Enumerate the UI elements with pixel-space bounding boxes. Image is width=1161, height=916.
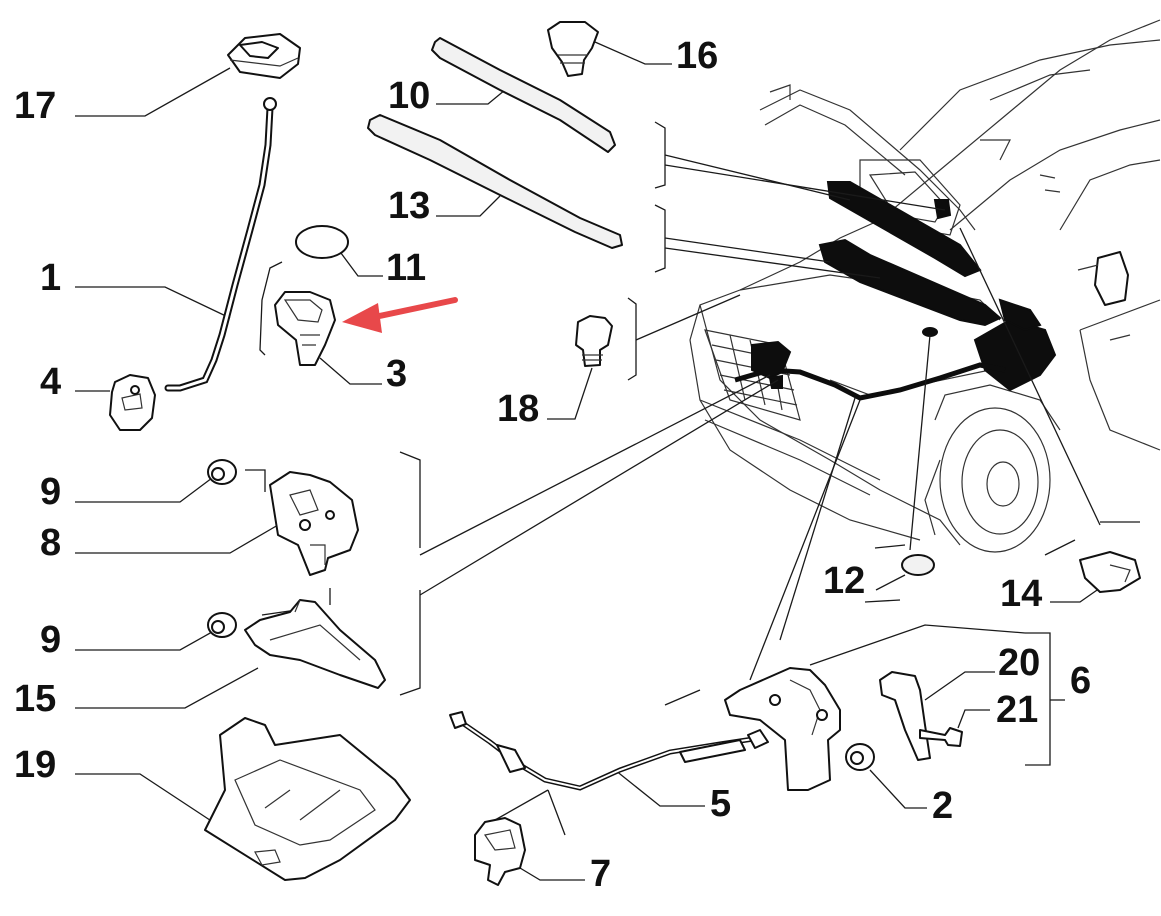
leader-lines [75,41,1140,881]
parts [109,21,1141,886]
callout-13: 13 [388,185,430,227]
callout-4: 4 [40,361,61,403]
part-16-bump-stop [547,21,599,77]
callout-14: 14 [1000,573,1042,615]
callout-2: 2 [932,785,953,827]
part-4-clip [109,374,156,431]
part-7-cable-clip [474,817,526,886]
part-15-lock-bracket [244,599,386,689]
part-2-nut [845,743,875,771]
callout-9-top: 9 [40,471,61,513]
part-3-rod-holder [274,291,336,366]
part-11-o-ring [295,225,349,259]
callout-8: 8 [40,522,61,564]
callout-17: 17 [14,85,56,127]
part-5-cable [449,711,769,791]
callout-9-bottom: 9 [40,619,61,661]
callout-15: 15 [14,678,56,720]
part-17-grommet [227,33,301,79]
car-illustration [689,19,1161,553]
callout-6: 6 [1070,660,1091,702]
part-10-seal [431,37,616,153]
highlight-arrow [342,297,458,333]
part-9-nut-bottom [207,612,237,638]
callout-5: 5 [710,783,731,825]
callout-11: 11 [386,247,426,289]
part-8-hood-lock [269,471,359,576]
part-14-clip [1079,551,1141,593]
callout-19: 19 [14,744,56,786]
part-20-lever [879,671,931,761]
part-1-hood-rod [164,97,277,392]
part-12-plug [901,554,935,576]
callout-20: 20 [998,642,1040,684]
part-18-adjuster [575,315,613,367]
callout-18: 18 [497,388,539,430]
part-6-release-lever [724,667,841,791]
callout-16: 16 [676,35,718,77]
callout-12: 12 [823,560,865,602]
part-9-nut-top [207,459,237,485]
callout-21: 21 [996,689,1038,731]
part-13-seal [367,114,623,249]
callout-1: 1 [40,257,61,299]
callout-10: 10 [388,75,430,117]
part-19-cover [204,717,411,881]
callout-7: 7 [590,853,611,895]
part-21-pin [919,727,963,747]
callout-3: 3 [386,353,407,395]
callout-labels: 17 10 16 13 11 1 3 4 18 9 8 9 15 19 12 1… [14,35,1091,895]
